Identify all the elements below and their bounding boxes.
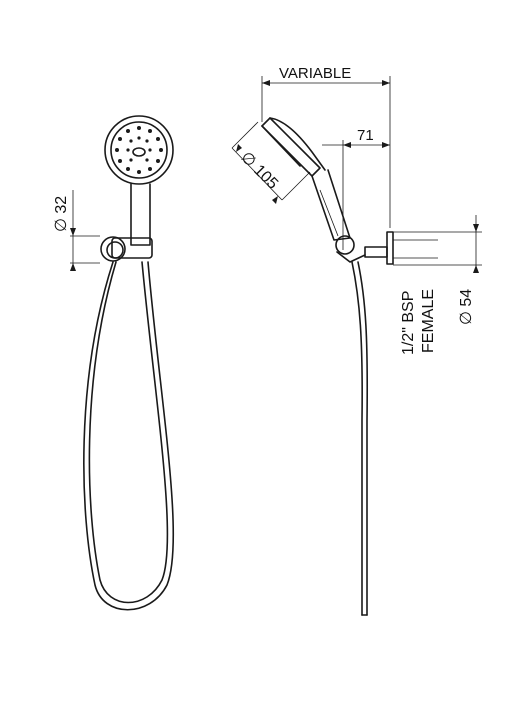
shower-head-rose — [104, 115, 174, 185]
holder-diameter-dimension — [70, 190, 100, 271]
spray-holes — [115, 126, 163, 174]
side-handset-head — [261, 117, 326, 177]
hose-inner — [88, 261, 169, 604]
handset-handle — [130, 183, 151, 246]
side-holder — [335, 231, 438, 265]
variable-dimension — [261, 76, 391, 228]
holder-diameter-label: ∅ 32 — [53, 196, 70, 232]
handset-diameter-dimension — [231, 121, 311, 204]
wall-holder — [100, 236, 153, 262]
head-length-dimension — [322, 140, 390, 250]
side-hose — [351, 261, 363, 616]
hose — [83, 261, 175, 611]
side-handle — [311, 169, 351, 241]
variable-label: VARIABLE — [279, 65, 351, 82]
front-view: ∅ 32 — [53, 115, 175, 611]
connection-label-line2: FEMALE — [420, 289, 437, 353]
head-length-label: 71 — [357, 127, 374, 144]
flange-diameter-dimension — [393, 215, 482, 273]
side-view: VARIABLE 71 ∅ 105 ∅ 54 1/2" BSP — [231, 65, 482, 616]
flange-diameter-label: ∅ 54 — [458, 289, 475, 325]
connection-label-line1: 1/2" BSP — [400, 291, 417, 355]
handset-diameter-label: ∅ 105 — [237, 149, 281, 193]
